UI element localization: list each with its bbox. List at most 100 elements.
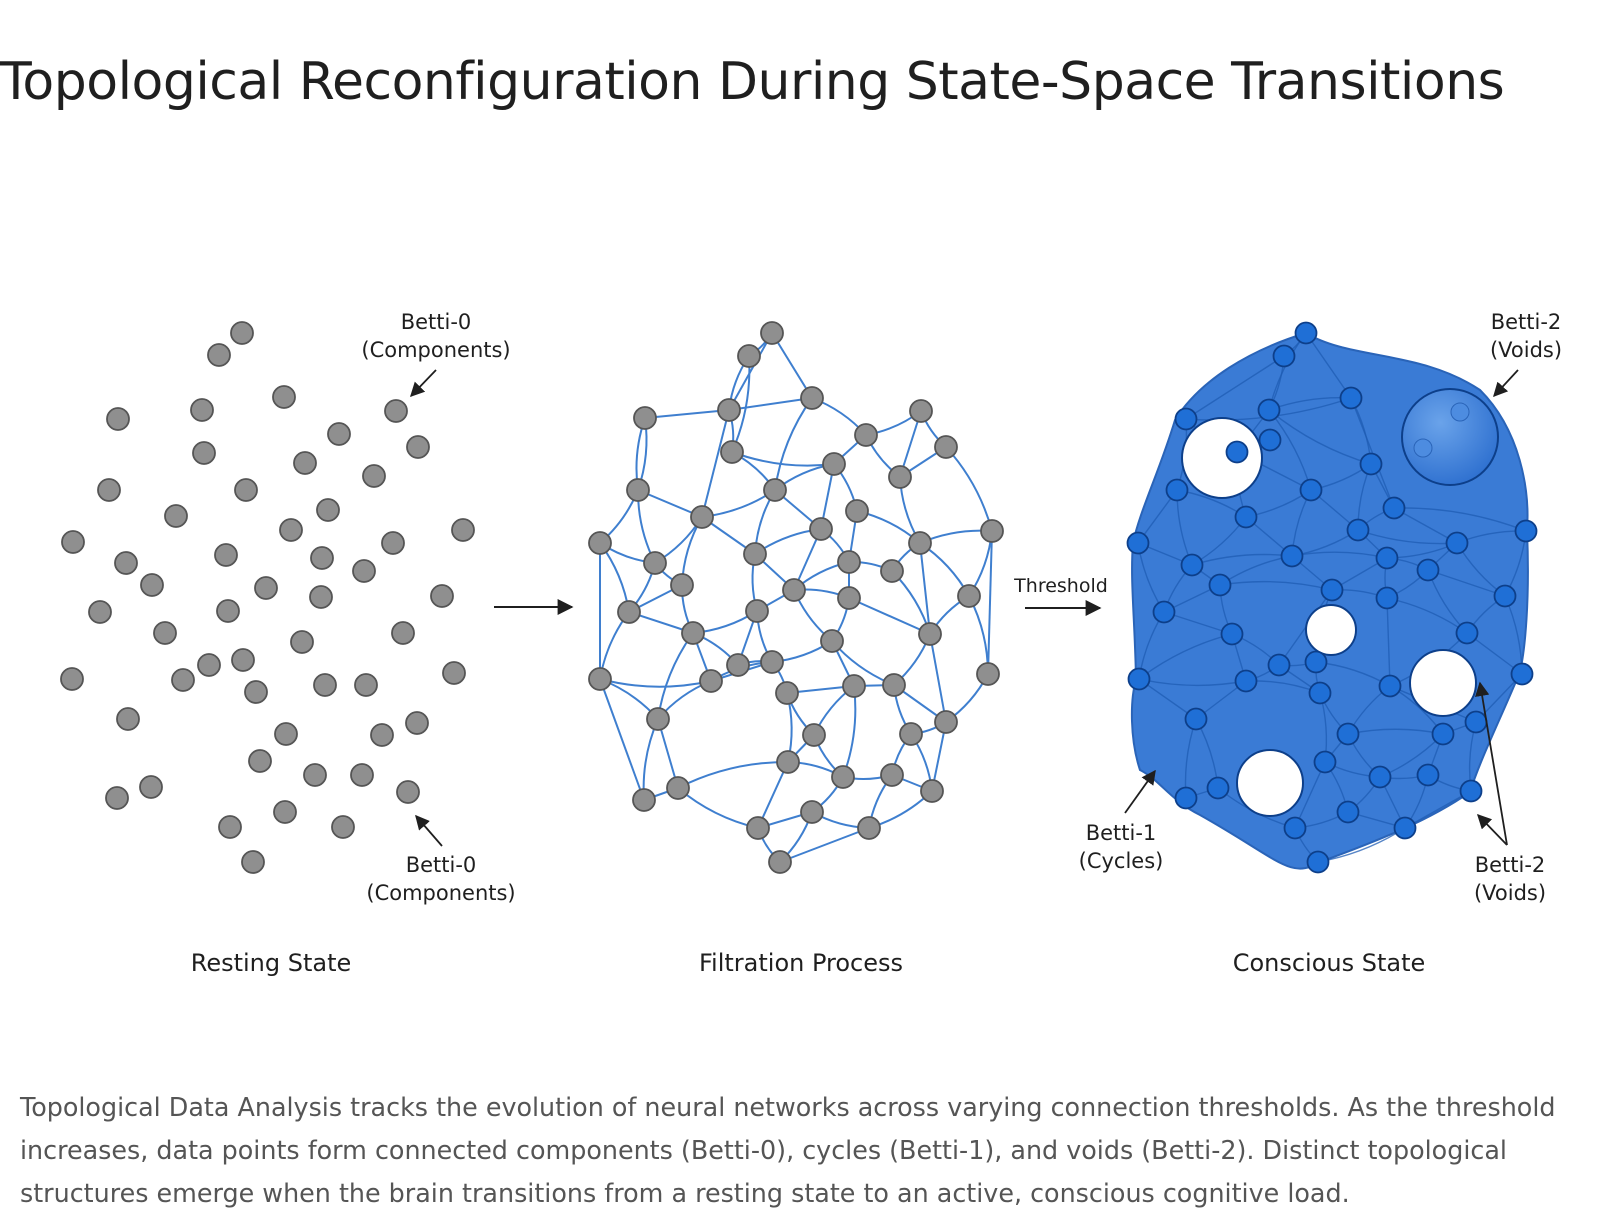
betti1-annotation: Betti-1 (Cycles) (1079, 769, 1163, 873)
filtration-edge (987, 530, 993, 675)
resting-state-label: Resting State (191, 949, 352, 977)
betti1-hole (1409, 649, 1477, 717)
resting-point (116, 707, 140, 731)
svg-text:(Components): (Components) (361, 338, 510, 362)
filtration-node (760, 650, 784, 674)
conscious-node (1455, 621, 1479, 645)
conscious-node (1346, 518, 1370, 542)
resting-point (391, 621, 415, 645)
conscious-node (1180, 553, 1204, 577)
betti1-hole (1181, 417, 1263, 499)
filtration-edge (644, 409, 730, 419)
conscious-node (1336, 800, 1360, 824)
conscious-node (1208, 573, 1232, 597)
diagram-svg: Threshold Betti-0 (Components) Betti-0 (… (60, 310, 1562, 977)
filtration-node (845, 499, 869, 523)
resting-point (309, 585, 333, 609)
conscious-node (1127, 667, 1151, 691)
resting-point (106, 407, 130, 431)
conscious-node (1382, 496, 1406, 520)
resting-point (279, 518, 303, 542)
conscious-node (1304, 650, 1328, 674)
filtration-node (588, 531, 612, 555)
conscious-edge (1219, 580, 1333, 591)
resting-point (192, 441, 216, 465)
page-title: Topological Reconfiguration During State… (0, 52, 1505, 112)
resting-point (153, 621, 177, 645)
resting-point (451, 518, 475, 542)
resting-point (316, 498, 340, 522)
filtration-node (626, 478, 650, 502)
filtration-node (842, 674, 866, 698)
conscious-node (1313, 750, 1337, 774)
filtration-node (633, 406, 657, 430)
threshold-label: Threshold (1013, 575, 1108, 597)
conscious-node (1339, 386, 1363, 410)
filtration-node (918, 622, 942, 646)
filtration-node (800, 386, 824, 410)
resting-point (230, 321, 254, 345)
resting-point (273, 800, 297, 824)
conscious-node (1336, 722, 1360, 746)
resting-point (218, 815, 242, 839)
resting-point (214, 543, 238, 567)
filtration-edge (774, 397, 813, 491)
filtration-edge (929, 633, 947, 723)
filtration-edge (677, 787, 759, 829)
filtration-node (588, 667, 612, 691)
resting-point (331, 815, 355, 839)
conscious-node (1258, 428, 1282, 452)
svg-text:(Components): (Components) (366, 881, 515, 905)
filtration-node (646, 707, 670, 731)
filtration-node (681, 621, 705, 645)
filtration-node (880, 559, 904, 583)
resting-point (216, 599, 240, 623)
betti2-void-sphere (1401, 388, 1499, 486)
resting-point (430, 584, 454, 608)
resting-point (381, 531, 405, 555)
filtration-node (837, 586, 861, 610)
conscious-node (1272, 344, 1296, 368)
void-surface-node (1413, 438, 1433, 458)
filtration-node (837, 550, 861, 574)
resting-point (197, 653, 221, 677)
conscious-node (1368, 765, 1392, 789)
svg-text:Betti-0: Betti-0 (401, 310, 472, 334)
resting-point (303, 763, 327, 787)
filtration-node (760, 321, 784, 345)
filtration-node (763, 478, 787, 502)
conscious-node (1152, 600, 1176, 624)
resting-point (88, 600, 112, 624)
filtration-node (746, 816, 770, 840)
conscious-node (1393, 816, 1417, 840)
conscious-node (1257, 398, 1281, 422)
conscious-node (1416, 558, 1440, 582)
resting-point (248, 749, 272, 773)
filtration-node (717, 398, 741, 422)
conscious-node (1459, 779, 1483, 803)
conscious-node (1283, 816, 1307, 840)
filtration-edge (599, 678, 712, 688)
resting-point (384, 399, 408, 423)
filtration-node (726, 653, 750, 677)
filtration-node (934, 435, 958, 459)
filtration-node (899, 722, 923, 746)
conscious-node (1320, 578, 1344, 602)
filtration-node (745, 599, 769, 623)
filtration-nodes (588, 321, 1004, 874)
conscious-node (1359, 452, 1383, 476)
resting-point (405, 711, 429, 735)
resting-point (244, 680, 268, 704)
betti0-top-annotation: Betti-0 (Components) (361, 310, 511, 398)
filtration-node (743, 542, 767, 566)
conscious-node (1510, 662, 1534, 686)
conscious-node (1174, 786, 1198, 810)
void-surface-node (1450, 402, 1470, 422)
filtration-edge (677, 760, 789, 789)
svg-text:(Voids): (Voids) (1474, 881, 1546, 905)
filtration-edge (779, 827, 870, 863)
filtration-node (670, 573, 694, 597)
resting-point (61, 530, 85, 554)
conscious-node (1308, 681, 1332, 705)
resting-point (290, 630, 314, 654)
